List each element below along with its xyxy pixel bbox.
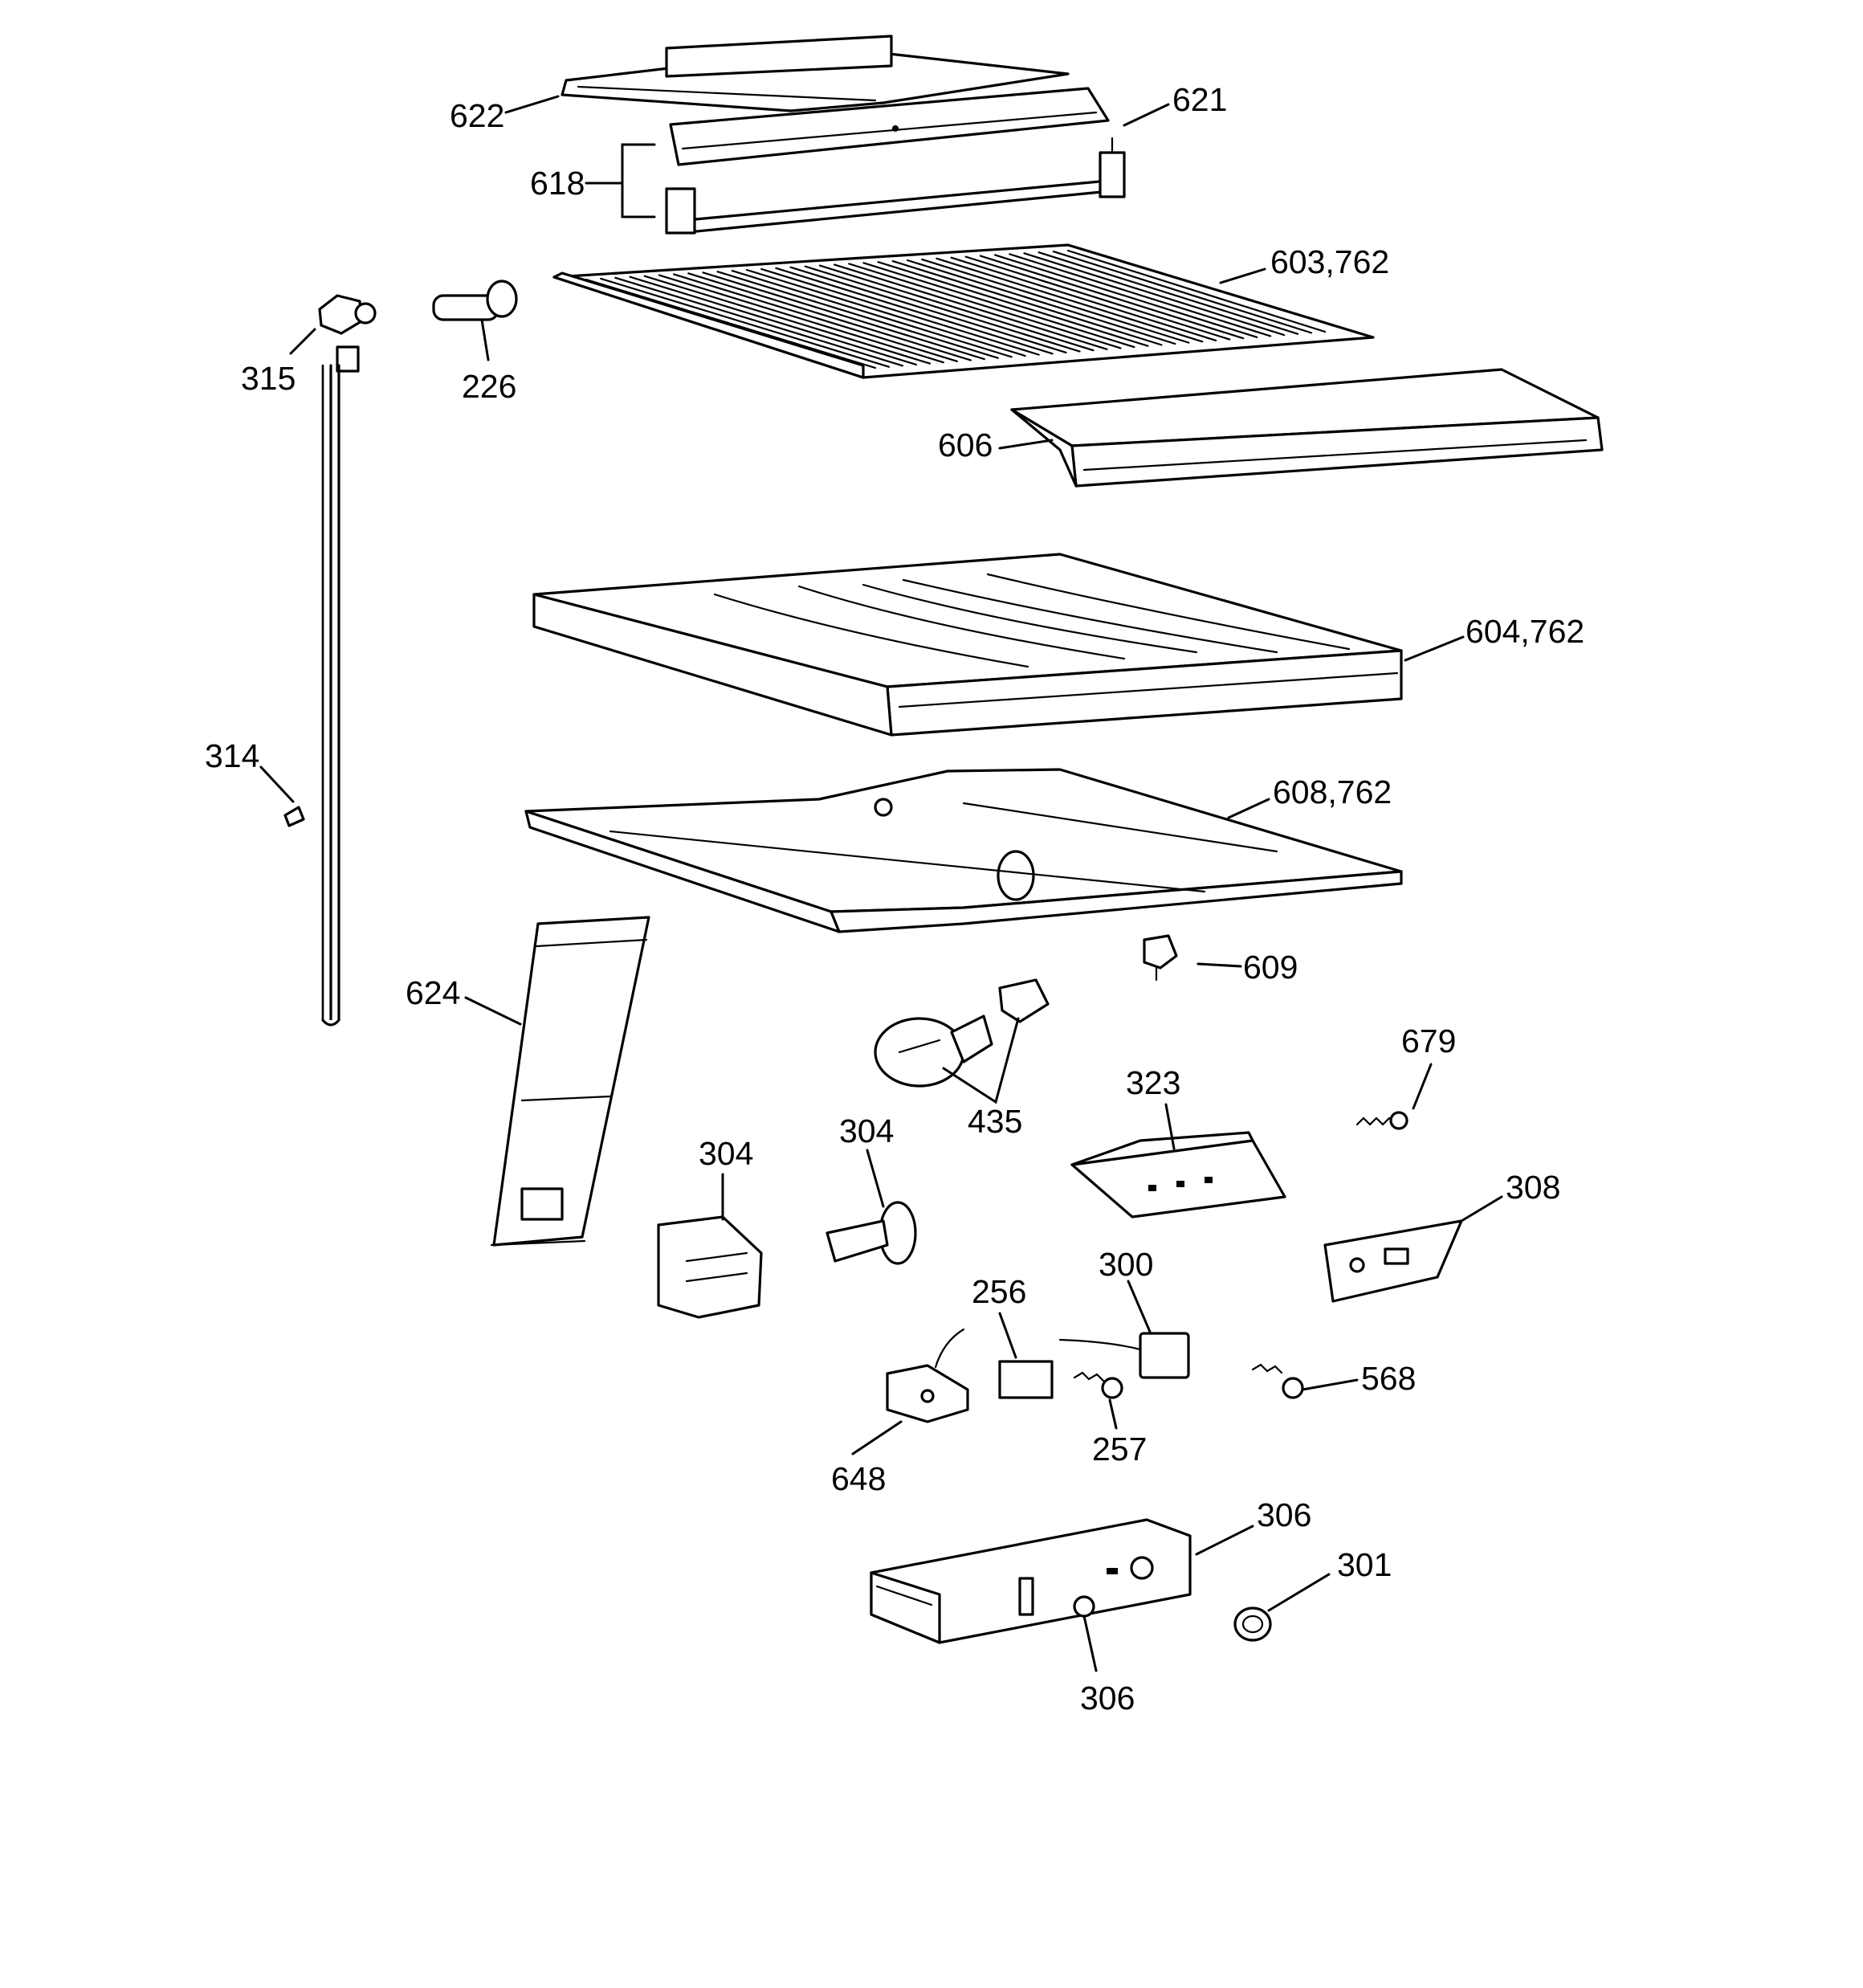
leader-323	[1164, 1103, 1176, 1150]
part-304-knob	[826, 1201, 917, 1265]
part-256-part	[998, 1360, 1054, 1399]
callout-315: 315	[241, 360, 296, 397]
part-300-switch	[1058, 1332, 1190, 1379]
callout-306-bottom: 306	[1080, 1680, 1135, 1717]
callout-226: 226	[462, 368, 516, 405]
part-306-housing	[870, 1518, 1192, 1644]
leader-618-bracket	[621, 143, 656, 218]
leader-257	[1108, 1398, 1118, 1430]
callout-624: 624	[406, 974, 460, 1011]
leader-306a	[1195, 1525, 1254, 1556]
part-568-screw	[1251, 1363, 1304, 1399]
leader-304b	[866, 1149, 885, 1208]
part-435-bulb	[874, 1014, 993, 1088]
part-648-motor	[886, 1328, 969, 1423]
leader-568	[1301, 1378, 1359, 1391]
callout-648: 648	[831, 1460, 886, 1497]
part-435-socket	[998, 978, 1050, 1023]
leader-679	[1412, 1063, 1433, 1110]
leader-315	[289, 328, 316, 355]
callout-308: 308	[1506, 1169, 1560, 1206]
part-301-plug	[1233, 1606, 1272, 1642]
leader-609	[1196, 962, 1242, 968]
leader-256	[998, 1312, 1017, 1359]
leader-648	[851, 1420, 903, 1455]
leader-624	[464, 996, 522, 1026]
leader-306b	[1082, 1614, 1098, 1672]
part-314-rod	[321, 364, 340, 1027]
part-604-shelf	[532, 553, 1403, 737]
callout-618: 618	[530, 165, 585, 202]
leader-301	[1267, 1573, 1331, 1612]
part-304-block	[657, 1215, 763, 1319]
part-621-bar	[669, 87, 1110, 166]
callout-323: 323	[1126, 1064, 1180, 1101]
part-609-clip	[1143, 934, 1178, 982]
part-608-shelf	[524, 768, 1403, 933]
leader-300	[1127, 1280, 1152, 1333]
leader-308	[1460, 1195, 1503, 1223]
leader-606	[998, 439, 1054, 450]
part-624-bracket	[490, 916, 650, 1247]
leader-603	[1219, 267, 1266, 284]
callout-621: 621	[1172, 81, 1227, 118]
part-618-rail	[665, 137, 1126, 235]
leader-621	[1123, 103, 1170, 127]
callout-labels: 622 621 618 603,762 315 226 606 604,762 …	[205, 81, 1584, 1717]
callout-435: 435	[968, 1103, 1022, 1140]
part-679-spring	[1355, 1111, 1408, 1130]
callout-300: 300	[1099, 1246, 1153, 1283]
callout-568: 568	[1361, 1360, 1416, 1397]
part-257-screw	[1073, 1371, 1123, 1399]
leader-314	[259, 765, 295, 803]
part-314-clip	[283, 806, 305, 827]
callout-301: 301	[1337, 1546, 1392, 1583]
callout-257: 257	[1092, 1431, 1147, 1468]
callout-608-762: 608,762	[1273, 774, 1392, 810]
leader-622	[504, 95, 560, 114]
callout-314: 314	[205, 737, 259, 774]
part-622-cover	[561, 35, 1070, 112]
part-323-box	[1070, 1131, 1286, 1219]
part-606-tray	[1010, 368, 1604, 488]
leader-608	[1227, 798, 1270, 819]
part-226-cylinder	[432, 280, 518, 321]
leader-226	[480, 318, 490, 361]
callout-304-right: 304	[839, 1112, 894, 1149]
callout-609: 609	[1243, 949, 1298, 986]
part-603-shelf	[552, 243, 1375, 379]
callout-256: 256	[972, 1273, 1026, 1310]
part-308-plate	[1323, 1219, 1463, 1303]
callout-604-762: 604,762	[1466, 613, 1584, 650]
leader-435	[942, 1017, 1020, 1104]
callout-306-top: 306	[1257, 1496, 1311, 1533]
callout-606: 606	[938, 427, 993, 463]
callout-622: 622	[450, 97, 504, 134]
part-315-bracket	[318, 294, 377, 373]
leader-604	[1404, 635, 1465, 662]
callout-603-762: 603,762	[1270, 243, 1389, 280]
callout-304-left: 304	[699, 1135, 753, 1172]
callout-679: 679	[1401, 1023, 1456, 1059]
leader-lines	[259, 95, 1503, 1672]
